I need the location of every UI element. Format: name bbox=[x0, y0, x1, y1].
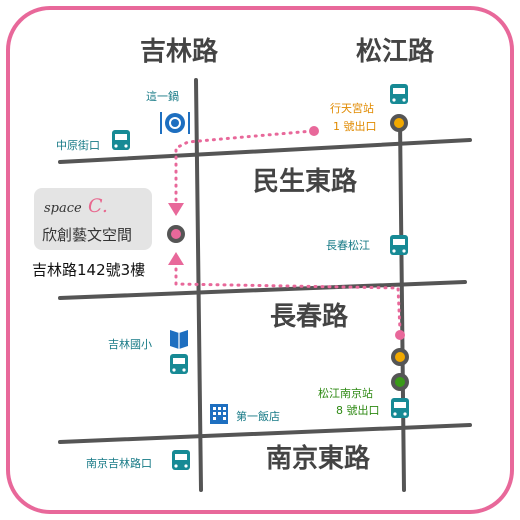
arrow-down-icon bbox=[168, 203, 184, 216]
songjiang-nanjing-exit-label: 8 號出口 bbox=[336, 403, 380, 417]
xingtian-station-label: 行天宮站 bbox=[330, 101, 374, 115]
road-changchun bbox=[58, 280, 467, 300]
hotel-label: 第一飯店 bbox=[236, 409, 280, 423]
bus-icon bbox=[390, 84, 408, 104]
road-label-changchun: 長春路 bbox=[270, 301, 349, 332]
bus-stop-changchun-songjiang-label: 長春松江 bbox=[326, 238, 370, 252]
bus-icon bbox=[172, 450, 190, 470]
bus-stop-nanjing-jilin-label: 南京吉林路口 bbox=[86, 456, 152, 470]
map-border bbox=[6, 6, 514, 514]
road-songjiang bbox=[398, 118, 406, 492]
hotel-building-icon bbox=[210, 404, 228, 424]
mrt-orange-line-icon bbox=[390, 114, 408, 132]
venue-name-prefix: space bbox=[44, 201, 82, 216]
route-start-dot bbox=[309, 126, 319, 136]
venue-name-zh: 欣創藝文空間 bbox=[42, 226, 132, 244]
road-label-jilin: 吉林路 bbox=[140, 36, 219, 67]
road-label-songjiang: 松江路 bbox=[356, 36, 435, 67]
venue-card bbox=[34, 188, 152, 250]
road-nanjing bbox=[58, 423, 472, 444]
walking-route bbox=[174, 129, 402, 332]
xingtian-exit-label: 1 號出口 bbox=[333, 119, 377, 133]
restaurant-icon bbox=[160, 112, 190, 134]
road-jilin bbox=[194, 78, 203, 492]
venue-name-letter: C. bbox=[88, 195, 108, 217]
bus-icon bbox=[390, 235, 408, 255]
school-book-icon bbox=[170, 330, 188, 349]
arrow-up-icon bbox=[168, 252, 184, 265]
route-start-dot-2 bbox=[395, 330, 405, 340]
bus-icon bbox=[391, 398, 409, 418]
mrt-orange-line-icon bbox=[391, 348, 409, 366]
road-network bbox=[58, 78, 472, 492]
road-label-nanjing: 南京東路 bbox=[266, 443, 371, 474]
bus-icon bbox=[170, 354, 188, 374]
songjiang-nanjing-station-label: 松江南京站 bbox=[318, 386, 373, 400]
route-from-xingtian bbox=[174, 129, 314, 208]
jilin-school-label: 吉林國小 bbox=[108, 337, 152, 351]
restaurant-label: 這一鍋 bbox=[146, 89, 179, 103]
route-from-songjiang-nanjing bbox=[174, 260, 402, 332]
venue-marker-dot bbox=[171, 229, 181, 239]
road-label-minsheng: 民生東路 bbox=[253, 166, 358, 197]
venue-address: 吉林路142號3樓 bbox=[32, 261, 145, 279]
bus-icon bbox=[112, 130, 130, 150]
mrt-green-line-icon bbox=[391, 373, 409, 391]
road-minsheng bbox=[58, 138, 472, 164]
bus-stop-zhongyuan-label: 中原街口 bbox=[56, 138, 100, 152]
